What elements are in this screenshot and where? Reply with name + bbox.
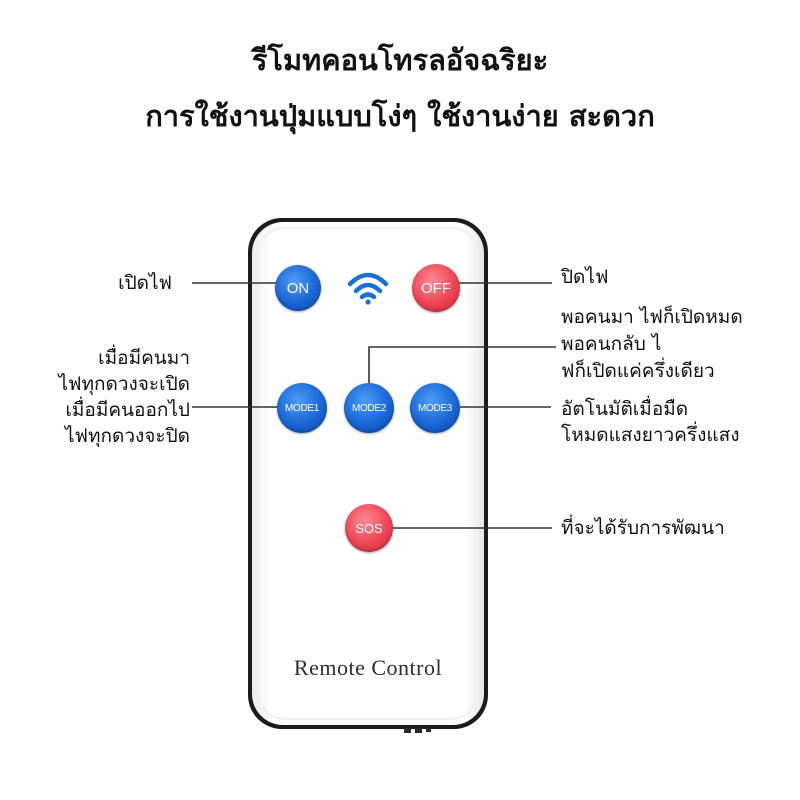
wifi-arc-outer: [347, 272, 389, 287]
callout-text-line: ไฟทุกดวงจะเปิด: [58, 373, 190, 395]
mode3-button: MODE3: [410, 383, 460, 433]
callout-text-line: ไฟทุกดวงจะปิด: [64, 425, 190, 447]
sos-button: SOS: [345, 504, 393, 552]
on-button: ON: [275, 265, 321, 311]
remote-bottom-notch: [426, 728, 431, 732]
callout-text-line: พอคนกลับ ไ: [561, 333, 662, 355]
wifi-icon: [347, 272, 389, 305]
wifi-arc-middle: [353, 282, 383, 294]
mode1-button: MODE1: [277, 383, 327, 433]
callout-label-off: ปิดไฟ: [561, 266, 609, 288]
off-button: OFF: [412, 264, 460, 312]
remote-bottom-notch: [404, 728, 411, 733]
callout-text-line: พอคนมา ไฟก็เปิดหมด: [561, 306, 743, 328]
remote-body-inner-edge: [257, 227, 479, 720]
headline-title: รีโมทคอนโทรลอัจฉริยะ: [251, 43, 549, 77]
headline-subtitle: การใช้งานปุ่มแบบโง่ๆ ใช้งานง่าย สะดวก: [145, 99, 655, 133]
callout-text-line: โหมดแสงยาวครึ่งแสง: [561, 424, 740, 446]
wifi-arc-inner: [359, 292, 377, 300]
callout-text-line: เมื่อมีคนมา: [98, 347, 190, 369]
callout-text-line: เมื่อมีคนออกไป: [65, 399, 190, 421]
callout-label-on: เปิดไฟ: [118, 272, 172, 294]
callout-text-line: อัตโนมัติเมื่อมืด: [561, 398, 689, 420]
mode2-button: MODE2: [344, 383, 394, 433]
callout-label-mode2: พอคนมา ไฟก็เปิดหมด พอคนกลับ ไ ฟก็เปิดแค่…: [561, 304, 743, 385]
remote-bottom-notch: [415, 728, 422, 733]
callout-label-mode3: อัตโนมัติเมื่อมืด โหมดแสงยาวครึ่งแสง: [561, 396, 740, 448]
callout-text-line: ฟก็เปิดแค่ครึ่งเดียว: [561, 360, 715, 382]
callout-line-mode2: [368, 346, 556, 383]
callout-label-mode1: เมื่อมีคนมา ไฟทุกดวงจะเปิด เมื่อมีคนออกไ…: [58, 345, 190, 449]
callout-label-sos: ที่จะได้รับการพัฒนา: [561, 517, 725, 539]
wifi-dot: [365, 299, 371, 305]
remote-label: Remote Control: [293, 655, 443, 680]
